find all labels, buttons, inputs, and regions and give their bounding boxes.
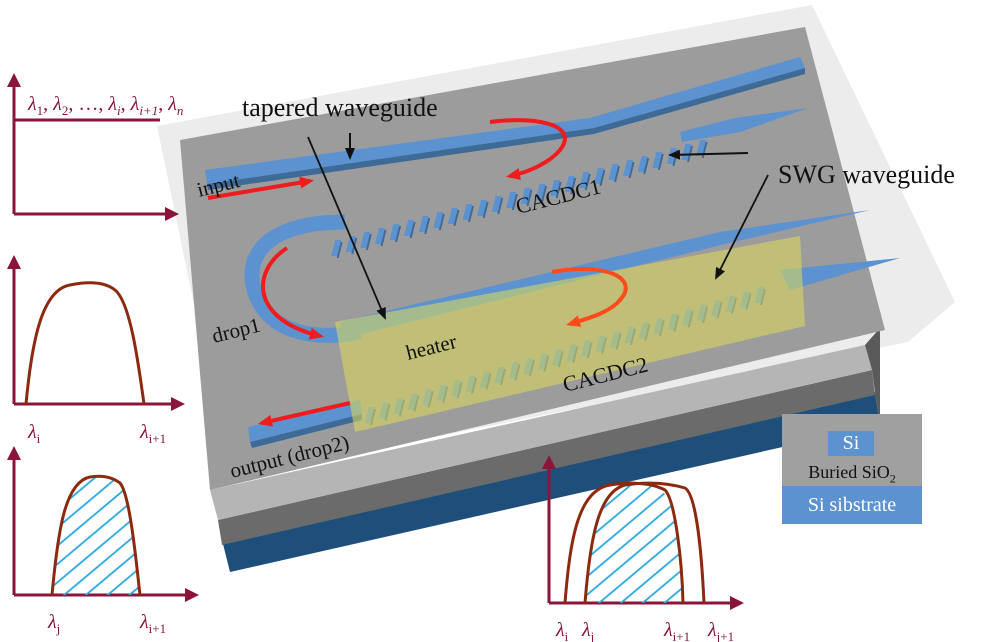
swg-segment	[360, 232, 371, 248]
swg-segment	[608, 164, 619, 180]
swg-segment-shadow	[584, 174, 591, 190]
swg-segment-shadow	[468, 206, 475, 222]
heater	[335, 236, 805, 432]
swg-segment-shadow	[555, 182, 562, 198]
swg-waveguide-label: SWG waveguide	[778, 160, 955, 189]
swg-pointer-arrow-1	[668, 149, 749, 160]
swg-segment	[535, 184, 546, 200]
swg-segment	[506, 192, 517, 208]
output-waveguide	[248, 400, 362, 442]
swg-segment	[637, 156, 648, 172]
drop2-passband-curve	[50, 474, 142, 596]
tapered-pointer-arrow-1	[307, 136, 386, 320]
tapered-waveguide-label: tapered waveguide	[242, 93, 438, 122]
input-flow-arrow	[207, 176, 314, 200]
swg-segment-shadow	[453, 210, 460, 226]
swg-segment-shadow	[599, 170, 606, 186]
swg-segment-shadow	[336, 242, 343, 258]
swg-segment-shadow	[657, 154, 664, 170]
substrate-side	[222, 392, 880, 572]
swg-segment	[331, 240, 342, 256]
swg-segment-shadow	[511, 194, 518, 210]
x-tick-label: λj	[581, 619, 594, 642]
swg-segment-shadow	[438, 214, 445, 230]
swg-segment-shadow	[541, 186, 548, 202]
swg-segment	[345, 236, 356, 252]
swg-segment	[696, 140, 707, 156]
layer-legend: Si Buried SiO2 Si sibstrate	[782, 414, 922, 524]
swg-segment-shadow	[570, 178, 577, 194]
swg-segment	[623, 160, 634, 176]
swg-segment	[433, 212, 444, 228]
cacdc2-flow-arrow	[551, 267, 628, 327]
input-wavelengths-label: λ1, λ2, …, λi, λi+1, λn	[27, 93, 183, 118]
legend-si: Si	[828, 431, 874, 456]
swg-segment	[593, 168, 604, 184]
swg-segment	[389, 224, 400, 240]
swg1-taper	[680, 108, 808, 142]
graph-drop2-spectrum: λj λi+1	[7, 446, 199, 636]
output-flow-arrow	[258, 401, 351, 427]
overlap-region-fill	[585, 484, 683, 603]
swg-segment	[652, 152, 663, 168]
swg-segment-shadow	[628, 162, 635, 178]
cacdc1-flow-arrow	[489, 118, 567, 180]
swg-segment	[491, 196, 502, 212]
swg-segment	[462, 204, 473, 220]
swg-segment	[564, 176, 575, 192]
swg-segment	[579, 172, 590, 188]
drop1-flow-arrow	[261, 246, 324, 340]
swg2-taper	[780, 258, 900, 290]
graph-overlap-spectrum: λi λj λi+1 λj+1	[542, 455, 744, 642]
swg-segment-shadow	[409, 222, 416, 238]
legend-substrate: Si sibstrate	[782, 486, 922, 524]
x-tick-label: λi	[555, 619, 569, 642]
x-tick-label: λj	[47, 611, 60, 636]
swg-segment	[404, 220, 415, 236]
swg-segment	[447, 208, 458, 224]
swg-segment	[550, 180, 561, 196]
swg-segment-shadow	[395, 226, 402, 242]
swg-segment	[681, 144, 692, 160]
input-waveguide	[205, 57, 805, 184]
swg-segment-shadow	[424, 218, 431, 234]
swg-segment	[520, 188, 531, 204]
legend-buried-oxide: Buried SiO2	[808, 462, 896, 486]
swg-segment-shadow	[526, 190, 533, 206]
swg-segment	[477, 200, 488, 216]
swg-segment	[418, 216, 429, 232]
swg-segment-shadow	[482, 202, 489, 218]
swg-segment-shadow	[643, 158, 650, 174]
graph-input-spectrum: λ1, λ2, …, λi, λi+1, λn	[7, 73, 183, 221]
x-tick-label: λj+1	[707, 619, 734, 642]
swg-segment-shadow	[614, 166, 621, 182]
channel-j-curve	[583, 481, 706, 604]
graph-drop1-spectrum: λi λi+1	[7, 255, 185, 446]
x-tick-label: λi+1	[663, 619, 690, 642]
swg-segment-shadow	[380, 230, 387, 246]
swg-segment	[374, 228, 385, 244]
x-tick-label: λi+1	[139, 421, 166, 446]
chip-front-edge	[210, 345, 872, 520]
swg-segment-shadow	[365, 234, 372, 250]
swg-segment-shadow	[497, 198, 504, 214]
chip-right-edge	[865, 328, 880, 425]
x-tick-label: λi	[27, 421, 41, 446]
x-tick-label: λi+1	[139, 611, 166, 636]
drop1-passband-curve	[24, 281, 146, 405]
drop2-passband-fill	[52, 476, 140, 595]
swg-pointer-arrow-2	[715, 174, 769, 280]
